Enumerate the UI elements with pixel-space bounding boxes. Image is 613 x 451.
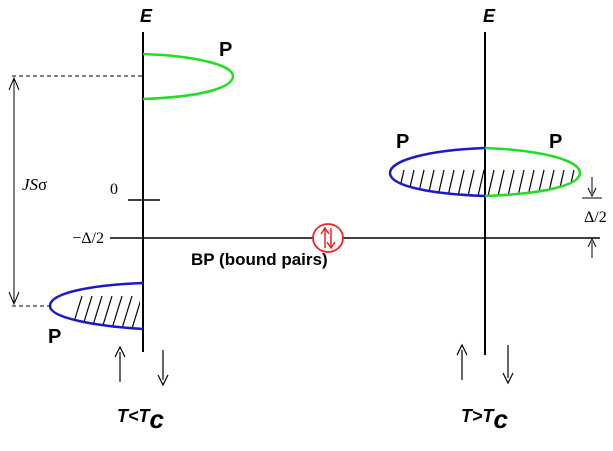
right-spin-up-arrow: [456, 343, 468, 380]
tick-zero-label: 0: [110, 181, 118, 198]
left-spin-up-arrow: [114, 345, 126, 382]
left-condition-label: T<Tc: [117, 404, 165, 434]
gap-label: JSσ: [22, 175, 47, 194]
half-gap-label: Δ/2: [584, 209, 607, 226]
gap-arrow-head-down: [8, 291, 20, 306]
right-energy-axis-label: E: [483, 6, 496, 26]
bound-pairs-label: BP (bound pairs): [191, 250, 328, 269]
left-spin-down-arrow: [157, 350, 169, 387]
left-energy-axis-label: E: [140, 6, 153, 26]
left-upper-band-label: P: [219, 39, 232, 61]
right-band-right-label: P: [549, 131, 562, 153]
tick-half-gap-label: −Δ/2: [72, 230, 104, 247]
right-band-right-half: [484, 146, 582, 198]
bound-pair-icon: [312, 223, 344, 253]
right-condition-label: T>Tc: [461, 404, 509, 434]
left-upper-band: [142, 52, 235, 101]
half-gap-up-arrow: [587, 237, 597, 258]
right-band-left-label: P: [396, 131, 409, 153]
gap-arrow-head-up: [8, 76, 20, 91]
right-band-left-half: [388, 146, 486, 198]
right-spin-down-arrow: [502, 345, 514, 385]
half-gap-down-arrow: [587, 177, 597, 198]
left-lower-band-label: P: [48, 326, 61, 348]
